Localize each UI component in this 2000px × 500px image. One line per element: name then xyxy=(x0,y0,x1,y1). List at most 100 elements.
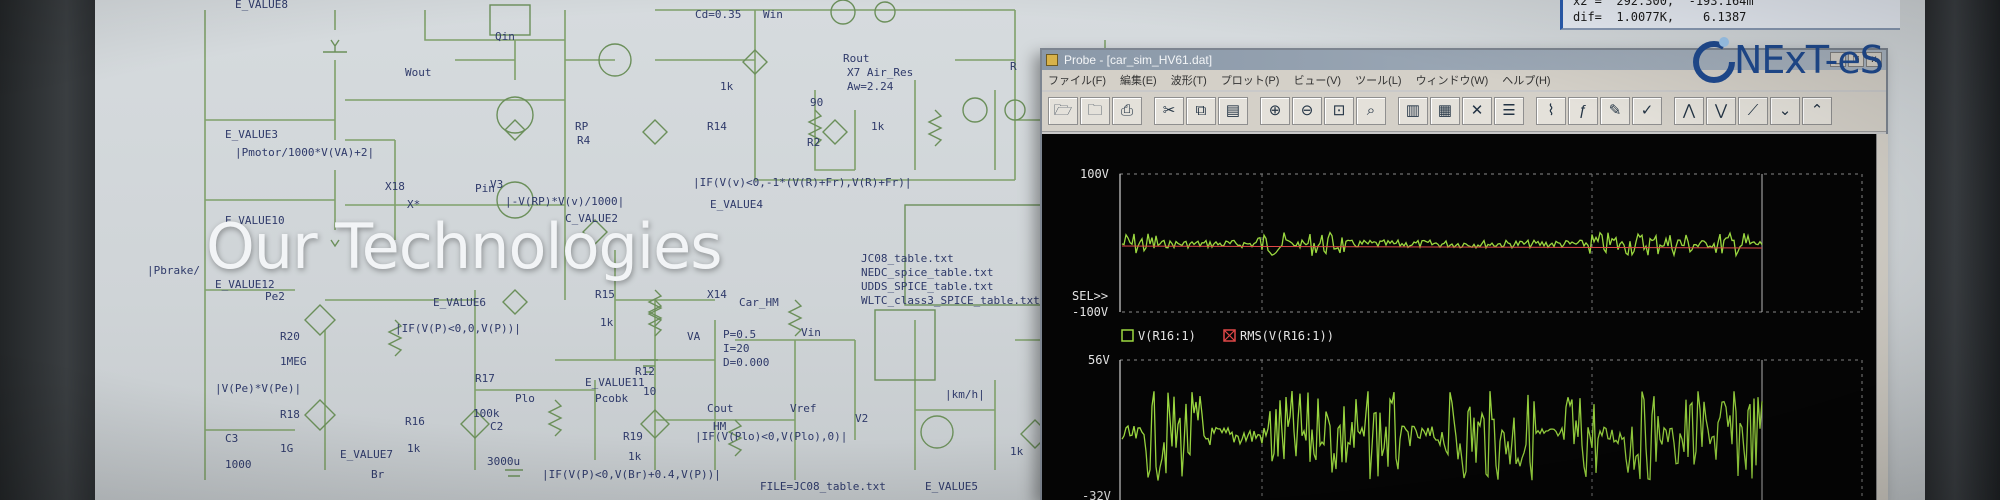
schematic-label: |Pmotor/1000*V(VA)+2| xyxy=(235,146,374,159)
schematic-label: X14 xyxy=(707,288,727,301)
append-folder-icon[interactable]: 🗀 xyxy=(1080,97,1110,125)
print-icon[interactable]: ⎙ xyxy=(1112,97,1142,125)
axis-settings-icon[interactable]: ▥ xyxy=(1398,97,1428,125)
copy-icon[interactable]: ⧉ xyxy=(1186,97,1216,125)
close-button[interactable]: x xyxy=(1866,52,1882,67)
schematic-label: 10 xyxy=(643,385,656,398)
schematic-label: 1k xyxy=(600,316,614,329)
readout-line-2: dif= 1.0077K, 6.1387 xyxy=(1573,10,1747,24)
menu-bar: ファイル(F) 編集(E) 波形(T) プロット(P) ビュー(V) ツール(L… xyxy=(1042,70,1886,90)
schematic-label: Plo xyxy=(515,392,535,405)
legend-swatch-rms xyxy=(1223,329,1236,342)
schematic-label: P=0.5 xyxy=(723,328,756,341)
open-folder-icon[interactable]: 🗁 xyxy=(1048,97,1078,125)
schematic-label: 1k xyxy=(628,450,642,463)
menu-edit[interactable]: 編集(E) xyxy=(1120,75,1157,87)
menu-file[interactable]: ファイル(F) xyxy=(1048,75,1107,87)
bottom-plot-ymin-label: -32V xyxy=(1082,489,1111,500)
cursor-mark-icon[interactable]: ✕ xyxy=(1462,97,1492,125)
schematic-label: Wout xyxy=(405,66,432,79)
logo-text: NExT-eS xyxy=(1734,38,1884,82)
cursor-slope-icon[interactable]: ⟋ xyxy=(1738,97,1768,125)
menu-plot[interactable]: プロット(P) xyxy=(1220,75,1280,87)
schematic-label: Car_HM xyxy=(739,296,779,309)
schematic-label: E_VALUE12 xyxy=(215,278,275,291)
top-plot-sel-marker: SEL>> xyxy=(1072,289,1108,303)
cursor-trough-icon[interactable]: ⋁ xyxy=(1706,97,1736,125)
schematic-label: E_VALUE6 xyxy=(433,296,486,309)
probe-window: Probe - [car_sim_HV61.dat] _ □ x ファイル(F)… xyxy=(1040,48,1888,500)
cursor-max-icon[interactable]: ⌃ xyxy=(1802,97,1832,125)
probe-app-icon xyxy=(1046,54,1058,66)
legend-swatch-voltage xyxy=(1121,329,1134,342)
top-plot-ymin-label: -100V xyxy=(1072,305,1108,319)
schematic-label: E_VALUE11 xyxy=(585,376,645,389)
minimize-button[interactable]: _ xyxy=(1830,52,1846,67)
paste-icon[interactable]: ▤ xyxy=(1218,97,1248,125)
maximize-button[interactable]: □ xyxy=(1848,52,1864,67)
schematic-label: V2 xyxy=(855,412,868,425)
schematic-label: 1G xyxy=(280,442,293,455)
cursor-peak-icon[interactable]: ⋀ xyxy=(1674,97,1704,125)
schematic-label: 1000 xyxy=(225,458,252,471)
menu-trace[interactable]: 波形(T) xyxy=(1170,75,1207,87)
schematic-label: E_VALUE10 xyxy=(225,214,285,227)
top-plot-rms-trace xyxy=(1121,245,1763,249)
zoom-out-icon[interactable]: ⊖ xyxy=(1292,97,1322,125)
waveform-svg: 100V -100V SEL>> V(R16:1) RMS(V(R16:1)) … xyxy=(1072,167,1863,500)
menu-view[interactable]: ビュー(V) xyxy=(1293,75,1342,87)
grid-icon[interactable]: ▦ xyxy=(1430,97,1460,125)
top-plot-frame xyxy=(1119,173,1863,313)
schematic-label: |Pbrake/ xyxy=(147,264,200,277)
schematic-label: |-V(RP)*V(v)/1000| xyxy=(505,195,624,208)
schematic-label: 1k xyxy=(720,80,734,93)
schematic-label: |IF(V(Plo)<0,V(Plo),0)| xyxy=(695,430,847,443)
check-icon[interactable]: ✓ xyxy=(1632,97,1662,125)
cursor-min-icon[interactable]: ⌄ xyxy=(1770,97,1800,125)
legend-voltage-label: V(R16:1) xyxy=(1138,329,1196,343)
zoom-in-icon[interactable]: ⊕ xyxy=(1260,97,1290,125)
waveform-plot-area[interactable]: 100V -100V SEL>> V(R16:1) RMS(V(R16:1)) … xyxy=(1042,134,1876,500)
schematic-label: E_VALUE5 xyxy=(925,480,978,493)
schematic-label: Qin xyxy=(495,30,515,43)
readout-line-1: x2 = 292.300, -193.164m xyxy=(1573,0,1754,8)
toolbar: 🗁 🗀 ⎙ ✂ ⧉ ▤ ⊕ ⊖ ⊡ ⌕ ▥ ▦ ✕ ☰ ⌇ ƒ ✎ ✓ ⋀ ⋁ … xyxy=(1042,92,1886,132)
schematic-label: R2 xyxy=(807,136,820,149)
vertical-scrollbar[interactable] xyxy=(1876,134,1888,500)
schematic-label: 1MEG xyxy=(280,355,307,368)
schematic-label: 1k xyxy=(1010,445,1024,458)
cut-icon[interactable]: ✂ xyxy=(1154,97,1184,125)
schematic-label: R4 xyxy=(577,134,591,147)
schematic-label: FILE=JC08_table.txt xyxy=(760,480,886,493)
schematic-label: Win xyxy=(763,8,783,21)
schematic-label: X* xyxy=(407,198,420,211)
list-icon[interactable]: ☰ xyxy=(1494,97,1524,125)
schematic-label: 3000u xyxy=(487,455,520,468)
zoom-area-icon[interactable]: ⊡ xyxy=(1324,97,1354,125)
menu-tools[interactable]: ツール(L) xyxy=(1355,75,1402,87)
label-icon[interactable]: ✎ xyxy=(1600,97,1630,125)
schematic-label: V3 xyxy=(490,178,503,191)
schematic-label: Pcobk xyxy=(595,392,628,405)
fft-icon[interactable]: ƒ xyxy=(1568,97,1598,125)
schematic-label: E_VALUE3 xyxy=(225,128,278,141)
schematic-label: 1k xyxy=(407,442,421,455)
schematic-label: R17 xyxy=(475,372,495,385)
schematic-label: |IF(V(P)<0,V(Br)+0.4,V(P))| xyxy=(542,468,721,481)
top-plot-ymax-label: 100V xyxy=(1080,167,1109,181)
schematic-label: Cd=0.35 xyxy=(695,8,741,21)
schematic-label: VA xyxy=(687,330,701,343)
schematic-label: D=0.000 xyxy=(723,356,769,369)
zoom-fit-icon[interactable]: ⌕ xyxy=(1356,97,1386,125)
schematic-label: E_VALUE8 xyxy=(235,0,288,11)
probe-titlebar[interactable]: Probe - [car_sim_HV61.dat] _ □ x xyxy=(1042,50,1886,70)
schematic-label: R xyxy=(1010,60,1017,73)
company-logo[interactable]: NExT-eS xyxy=(1684,28,1924,92)
schematic-label: HM xyxy=(713,420,727,433)
menu-window[interactable]: ウィンドウ(W) xyxy=(1415,75,1489,87)
add-plot-icon[interactable]: ⌇ xyxy=(1536,97,1566,125)
schematic-label: RP xyxy=(575,120,589,133)
schematic-label: R20 xyxy=(280,330,300,343)
menu-help[interactable]: ヘルプ(H) xyxy=(1502,75,1551,87)
